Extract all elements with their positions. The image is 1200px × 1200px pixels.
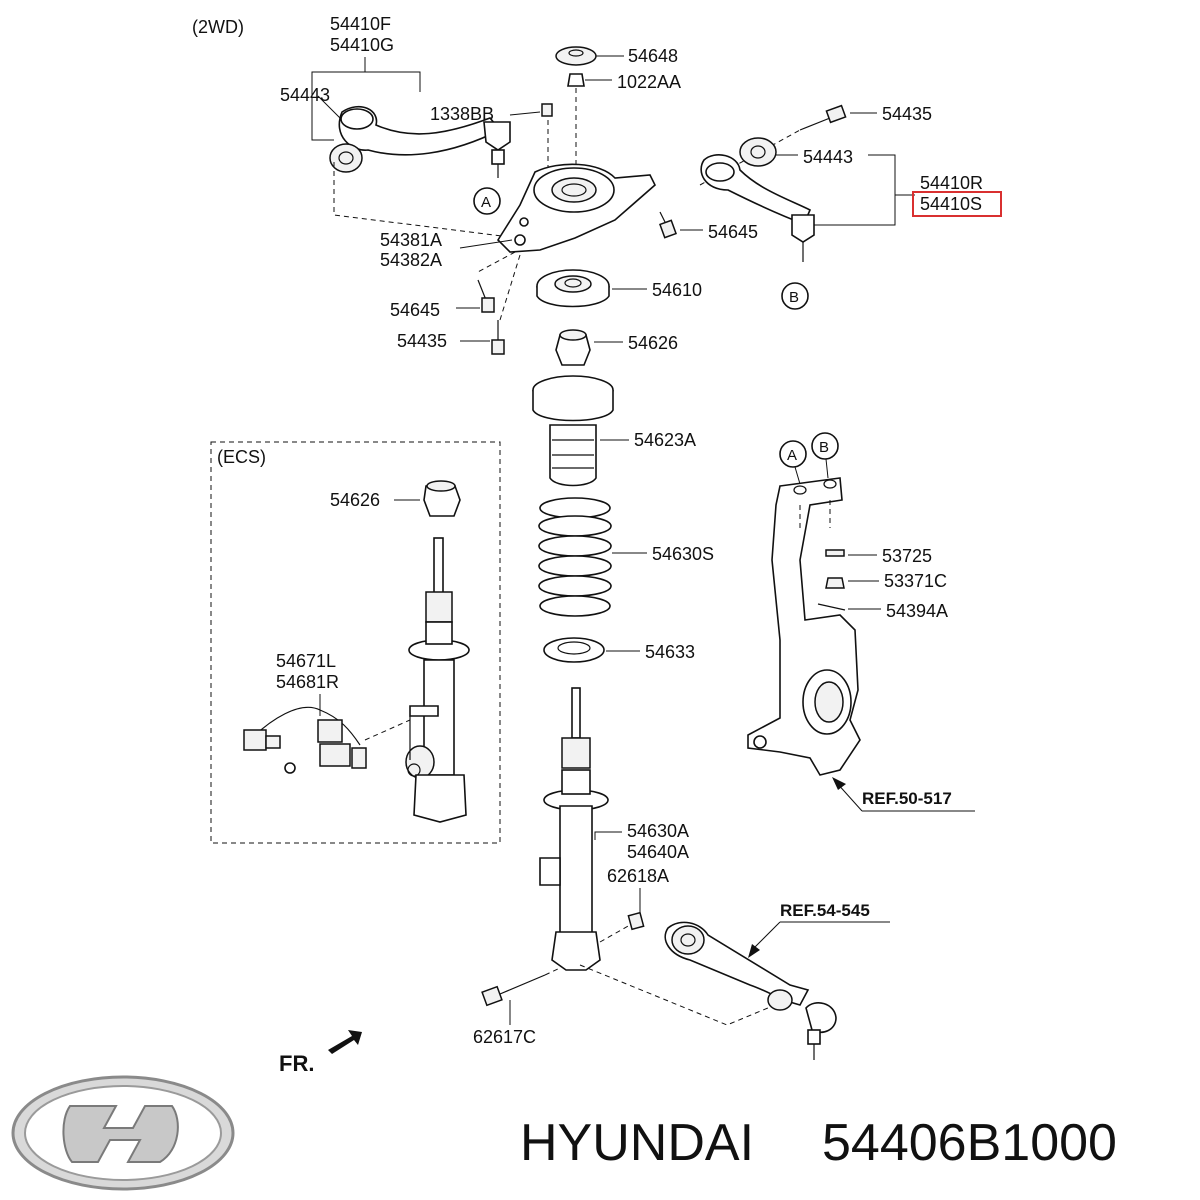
label-ref-knuckle: REF.50-517: [862, 789, 952, 808]
label-54410S: 54410S: [920, 194, 982, 214]
label-54382A: 54382A: [380, 250, 442, 270]
label-54381A: 54381A: [380, 230, 442, 250]
ecs-bump-stop-part: [423, 480, 461, 517]
circle-b-top-label: B: [789, 289, 799, 306]
nut-62618A-part: [627, 911, 645, 931]
bump-stop-54626-part: [555, 329, 591, 366]
arrow-head-ref-lower-arm: [748, 944, 760, 958]
dash-bolt: [544, 967, 561, 976]
arrow-ref-lower-arm: [751, 921, 781, 951]
label-62618A: 62618A: [607, 866, 669, 886]
circle-a-knuckle-label: A: [787, 447, 797, 464]
label-54648: 54648: [628, 46, 678, 66]
label-54623A: 54623A: [634, 430, 696, 450]
leader-knuckle-a: [794, 466, 801, 485]
front-arrow-icon: [328, 1030, 362, 1054]
bolt-62617C-part: [481, 974, 546, 1007]
label-54645-left: 54645: [390, 300, 440, 320]
label-53371C: 53371C: [884, 571, 947, 591]
label-54681R: 54681R: [276, 672, 339, 692]
coil-spring-54630S-part: [538, 497, 612, 617]
label-54410R: 54410R: [920, 173, 983, 193]
label-54630A: 54630A: [627, 821, 689, 841]
upper-arm-left-part: [329, 103, 553, 178]
label-54410G: 54410G: [330, 35, 394, 55]
dash-bracket-to-bolt2: [499, 254, 521, 321]
dash-nut: [599, 924, 631, 943]
part-number: 54406B1000: [822, 1114, 1117, 1172]
bolt-54435-left-part: [491, 320, 505, 355]
label-54645-center: 54645: [708, 222, 758, 242]
upper-arm-left-leaders: [311, 57, 541, 141]
ecs-harness-part: [243, 706, 411, 774]
label-54671L: 54671L: [276, 651, 336, 671]
leader-upper-arm-right: [812, 154, 896, 226]
circle-b-knuckle: [811, 432, 839, 460]
label-54435-right: 54435: [882, 104, 932, 124]
ecs-group-box: [210, 441, 501, 844]
front-marker-label: FR.: [279, 1051, 314, 1076]
circle-a-top: [473, 187, 501, 215]
label-62617C: 62617C: [473, 1027, 536, 1047]
leader-54381A: [459, 239, 513, 249]
label-54610: 54610: [652, 280, 702, 300]
leader-knuckle-b: [825, 458, 829, 479]
hyundai-logo: [11, 1075, 235, 1191]
dust-cover-54623A-part: [532, 375, 614, 487]
dash-strut-to-lower-arm: [579, 964, 776, 1026]
label-54626: 54626: [628, 333, 678, 353]
circle-a-top-label: A: [481, 194, 491, 211]
strut-mount-bracket-part: [496, 163, 656, 253]
dash-arm-to-mount: [333, 162, 511, 238]
circle-b-knuckle-label: B: [819, 439, 829, 456]
label-1022AA: 1022AA: [617, 72, 681, 92]
spring-pad-54633-part: [543, 637, 605, 663]
highlight-box-54410S: [912, 191, 1002, 217]
label-54443-left: 54443: [280, 85, 330, 105]
insulator-cap-part: [555, 46, 597, 87]
bolt-54645-center-part: [659, 211, 677, 239]
variant-2wd-label: (2WD): [192, 17, 244, 37]
dash-bracket-to-bolt: [477, 251, 516, 273]
circle-b-top: [781, 282, 809, 310]
circle-a-knuckle: [779, 440, 807, 468]
arrow-head-ref-knuckle: [832, 777, 846, 790]
label-54410F: 54410F: [330, 14, 391, 34]
label-54640A: 54640A: [627, 842, 689, 862]
label-54633: 54633: [645, 642, 695, 662]
ecs-strut-part: [405, 537, 470, 823]
bolt-54645-left-part: [477, 279, 495, 313]
brand-name: HYUNDAI: [520, 1114, 754, 1172]
label-1338BB: 1338BB: [430, 104, 494, 124]
strut-54630A-part: [539, 687, 609, 971]
label-54626-ecs: 54626: [330, 490, 380, 510]
lower-arm-part: [664, 921, 837, 1060]
label-54394A: 54394A: [886, 601, 948, 621]
upper-arm-right-part: [700, 137, 815, 262]
label-ref-lower-arm: REF.54-545: [780, 901, 870, 920]
strut-mount-54610-part: [536, 269, 610, 308]
label-53725: 53725: [882, 546, 932, 566]
label-54443-right: 54443: [803, 147, 853, 167]
leader-54630A: [594, 831, 622, 840]
label-54630S: 54630S: [652, 544, 714, 564]
label-54435-left: 54435: [397, 331, 447, 351]
bolt-54435-right-part: [799, 104, 847, 131]
variant-ecs-label: (ECS): [217, 447, 266, 467]
steering-knuckle-part: [747, 477, 861, 776]
